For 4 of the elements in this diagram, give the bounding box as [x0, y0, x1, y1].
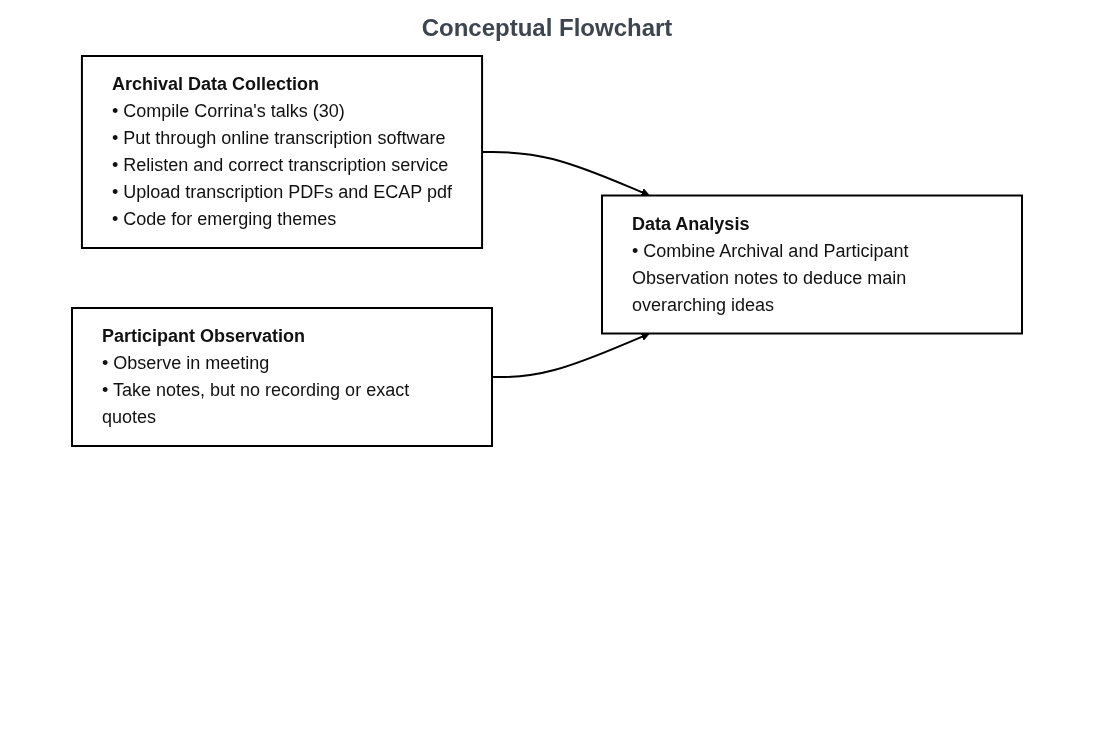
- node-box: Data Analysis • Combine Archival and Participant Observation notes to deduce main overarching ideas: [601, 194, 1023, 335]
- diagram-title: Conceptual Flowchart: [420, 14, 674, 42]
- node-box: Participant Observation • Observe in meeting • Take notes, but no recording or exact quotes: [71, 307, 493, 447]
- node-box: Archival Data Collection • Compile Corrina's talks (30) • Put through online transcription software • Relisten and correct transcription service • Upload transcription PDFs and ECAP pdf • Code for emerging themes: [80, 55, 484, 249]
